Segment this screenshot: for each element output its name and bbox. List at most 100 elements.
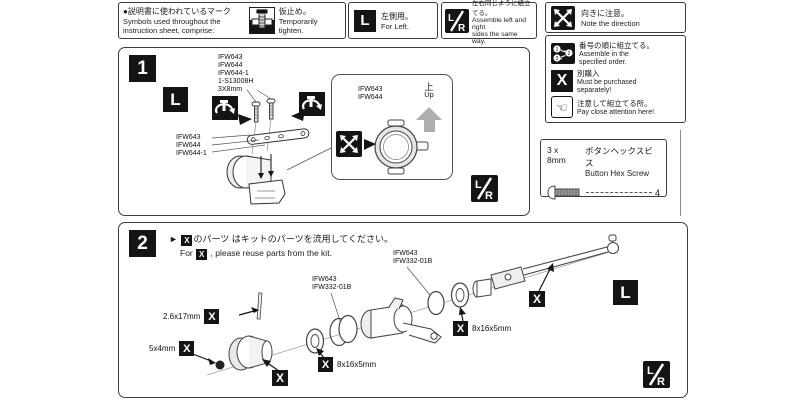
legend-lr-en2: sides the same way. — [472, 30, 518, 45]
svg-text:R: R — [485, 190, 493, 202]
screw-quantity: 4 — [654, 187, 660, 198]
legend-tighten-en: Temporarily tighten. — [278, 17, 318, 35]
up-label-en: Up — [424, 90, 434, 99]
callout-ring-part — [374, 119, 429, 175]
screw-name-en: Button Hex Screw — [585, 169, 650, 178]
pointing-finger-icon: ☞ — [551, 96, 573, 118]
legend-attention-jp: 注意して組立てる所。 — [577, 99, 652, 108]
quantity-leader — [586, 192, 652, 193]
part-label: IFW643 — [358, 86, 383, 93]
svg-text:R: R — [657, 376, 665, 388]
purchase-separately-icon: X — [551, 70, 573, 92]
purchase-separately-icon: X — [453, 321, 468, 336]
svg-text:L: L — [647, 365, 654, 377]
part-size: 5x4mm — [149, 343, 176, 353]
legend-item-tighten: 仮止め。 Temporarily tighten. — [248, 6, 341, 35]
bearing-right-label: X 8x16x5mm — [452, 321, 511, 336]
step2-number: 2 — [129, 230, 156, 257]
step1-screw-labels: IFW643 IFW644 IFW644-1 1-S13008H 3X8mm — [218, 54, 253, 94]
legend-purchase-en2: separately! — [577, 86, 612, 94]
purchase-separately-icon: X — [179, 341, 195, 356]
part-label: IFW644 — [218, 62, 243, 69]
part-label: 1-S13008H — [218, 78, 254, 85]
part-label: IFW644-1 — [176, 150, 207, 157]
part-label: IFW332-01B — [393, 258, 433, 265]
svg-text:R: R — [458, 23, 466, 33]
legend-intro-box: ●説明書に使われているマーク Symbols used throughout t… — [118, 2, 346, 39]
left-right-icon: L R — [471, 175, 498, 202]
legend-intro-jp: ●説明書に使われているマーク — [123, 7, 231, 16]
legend-purchase-en1: Must be purchased — [577, 79, 637, 86]
legend-purchase-jp: 別購入 — [577, 69, 600, 78]
svg-text:2: 2 — [568, 51, 571, 57]
left-right-icon: L R — [643, 361, 670, 388]
legend-lr-box: L R 左右同じように組立てる。 Assemble left and right… — [441, 0, 537, 45]
legend-lr-en1: Assemble left and right — [472, 16, 527, 31]
grub-size-label: 5x4mm X — [149, 341, 195, 356]
left-right-icon: L R — [445, 8, 469, 33]
step1-callout: IFW643 IFW644 上 Up — [331, 74, 453, 180]
screw-size: 3 x 8mm — [547, 145, 566, 165]
legend-item-order: 1 2 3 番号の順に組立てる。 Assemble in the specifi… — [551, 40, 680, 66]
part-label: IFW643 — [176, 134, 201, 141]
part-label: IFW643 — [312, 276, 337, 283]
svg-text:3: 3 — [556, 56, 559, 62]
legend-direction-box: 向きに注意。 Note the direction — [545, 2, 686, 33]
part-size: 8x16x5mm — [472, 323, 512, 333]
part-label: IFW643 — [218, 54, 243, 61]
step2-note-en-post: , please reuse parts from the kit. — [210, 248, 332, 258]
callout-labels: IFW643 IFW644 — [358, 86, 383, 102]
legend-attention-en: Pay close attention here! — [577, 109, 655, 116]
part-label: IFW644 — [358, 94, 383, 101]
pin-size-label: 2.6x17mm X — [163, 309, 220, 324]
purchase-separately-icon: X — [318, 357, 333, 372]
legend-left-box: L 左側用。 For Left. — [348, 2, 438, 39]
part-label: 3X8mm — [218, 86, 243, 93]
part-label: IFW643 — [393, 250, 418, 257]
step2-note-jp: のパーツ はキットのパーツを流用してください。 — [193, 234, 394, 244]
sheet-edge-line — [680, 130, 681, 216]
legend-lr-jp: 左右同じように組立てる。 — [472, 0, 531, 17]
ifw-labels-right: IFW643 IFW332-01B — [393, 250, 432, 266]
step1-assembly-drawing — [211, 89, 332, 205]
note-direction-icon — [336, 131, 378, 159]
step2-assembly-drawing — [184, 234, 620, 376]
legend-misc-box: 1 2 3 番号の順に組立てる。 Assemble in the specifi… — [545, 35, 686, 123]
step1-number: 1 — [129, 55, 156, 82]
purchase-separately-icon: X — [196, 249, 208, 260]
svg-text:L: L — [448, 13, 454, 24]
purchase-separately-icon: X — [181, 235, 193, 246]
part-size: 2.6x17mm — [163, 311, 201, 321]
svg-text:1: 1 — [556, 47, 559, 53]
bearing-left-label: X 8x16x5mm — [317, 357, 376, 372]
legend-tighten-jp: 仮止め。 — [278, 7, 311, 16]
step2-left-badge: L — [613, 280, 638, 305]
button-hex-screw-icon — [547, 185, 580, 200]
legend-item-purchase: X 別購入 Must be purchased separately! — [551, 68, 680, 94]
legend-intro-en2: instruction sheet, comprise: — [123, 26, 215, 35]
svg-text:L: L — [475, 179, 482, 191]
screw-spec-box: 3 x 8mm ボタンヘックスビス Button Hex Screw 4 — [540, 139, 667, 200]
legend-order-jp: 番号の順に組立てる。 — [579, 41, 654, 50]
legend-order-en1: Assemble in the — [579, 51, 629, 58]
step2-note-en-pre: For — [180, 248, 193, 258]
temporarily-tighten-icon — [248, 7, 275, 34]
ifw-labels-left: IFW643 IFW332-01B — [312, 276, 351, 292]
temporarily-tighten-icon — [299, 92, 325, 116]
legend-intro-en1: Symbols used throughout the — [123, 17, 221, 26]
step1-panel: 1 IFW643 IFW644 IFW644-1 1-S13008H 3X8mm… — [118, 47, 530, 216]
legend-direction-jp: 向きに注意。 — [581, 8, 629, 18]
note-direction-icon — [551, 5, 575, 30]
assembly-order-icon: 1 2 3 — [551, 42, 575, 64]
legend-intro: ●説明書に使われているマーク Symbols used throughout t… — [123, 6, 245, 35]
up-arrow-icon — [416, 107, 442, 132]
part-size: 8x16x5mm — [337, 359, 377, 369]
up-label: 上 Up — [420, 83, 438, 99]
screw-name-jp: ボタンヘックスビス — [585, 146, 653, 168]
up-label-jp: 上 — [424, 82, 434, 92]
legend-left-jp: 左側用。 — [381, 11, 413, 21]
legend-left-en: For Left. — [381, 21, 409, 31]
